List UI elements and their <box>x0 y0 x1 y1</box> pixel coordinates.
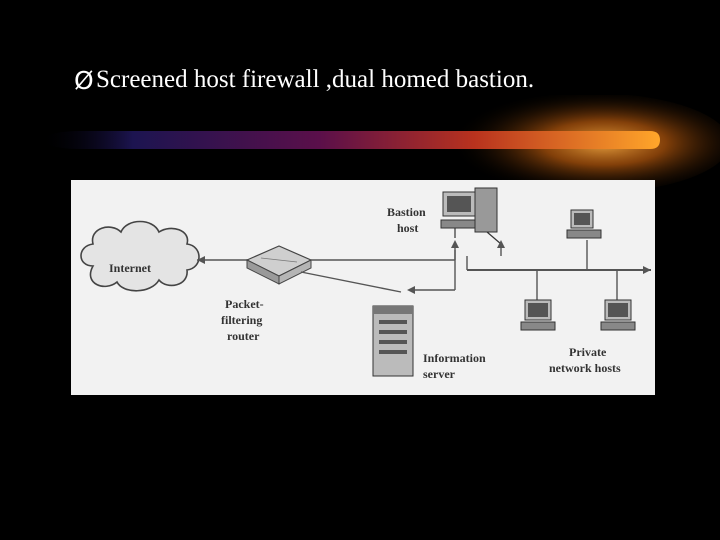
info-server-label-line2: server <box>423 367 456 381</box>
private-hosts-label-line2: network hosts <box>549 361 621 375</box>
private-host-icon <box>566 209 602 270</box>
private-hosts-label-line1: Private <box>569 345 607 359</box>
router-icon <box>245 245 313 285</box>
link-router-bastion <box>311 240 459 261</box>
router-label-line3: router <box>227 329 260 343</box>
link-internet-router <box>197 256 251 264</box>
bastion-label-line2: host <box>397 221 418 235</box>
internet-cloud-icon <box>80 220 200 292</box>
router-label-line1: Packet- <box>225 297 264 311</box>
internet-label: Internet <box>109 261 151 275</box>
link-bastion-network <box>466 240 505 270</box>
information-server-icon <box>372 305 414 377</box>
private-host-icon <box>520 270 556 331</box>
bullet-arrow-icon: Ø <box>74 66 94 95</box>
network-arrow-icon <box>643 266 651 274</box>
network-diagram: Internet Packet- filtering router <box>71 180 655 395</box>
link-router-info-server <box>300 250 456 294</box>
slide-title: Screened host firewall ,dual homed basti… <box>96 66 535 93</box>
router-label-line2: filtering <box>221 313 262 327</box>
title-divider-bar <box>40 131 660 149</box>
bastion-label-line1: Bastion <box>387 205 426 219</box>
info-server-label-line1: Information <box>423 351 486 365</box>
private-host-icon <box>600 270 636 331</box>
bastion-host-icon <box>440 187 502 245</box>
